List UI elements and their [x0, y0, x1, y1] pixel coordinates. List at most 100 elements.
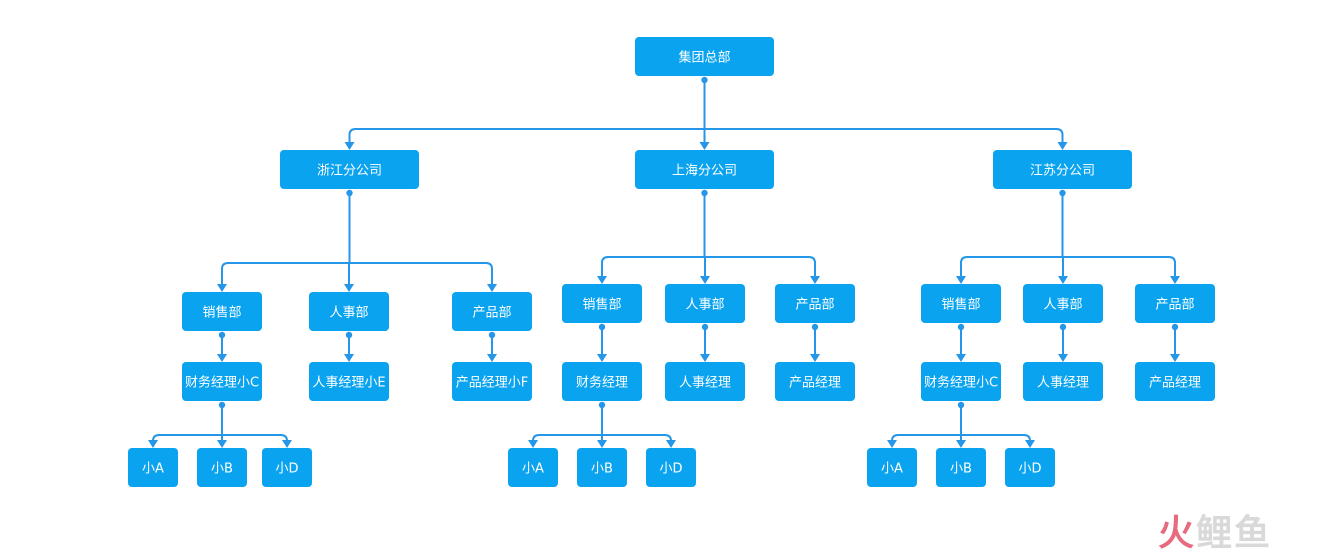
node-box	[635, 37, 774, 76]
connector-arrow	[344, 142, 355, 150]
node-zj: 浙江分公司	[280, 150, 419, 189]
node-label: 财务经理小C	[924, 375, 998, 391]
connector-arrow	[217, 440, 227, 448]
connector-arrow	[217, 354, 227, 362]
node-label: 产品经理小F	[456, 376, 528, 391]
connector-arrow	[810, 276, 820, 284]
connector-arrow	[1170, 276, 1180, 284]
node-zj-hr-mgr: 人事经理小E	[309, 362, 389, 401]
connector-arrow	[148, 440, 158, 448]
node-box	[936, 448, 986, 487]
node-root: 集团总部	[635, 37, 774, 76]
node-label: 人事部	[685, 298, 724, 313]
node-zj-sales: 销售部	[182, 292, 262, 331]
connector-arrow	[597, 276, 607, 284]
node-js-sales: 销售部	[921, 284, 1001, 323]
node-label: 小A	[142, 462, 164, 477]
node-box	[577, 448, 627, 487]
node-sh-prod: 产品部	[775, 284, 855, 323]
node-box	[775, 362, 855, 401]
node-box	[508, 448, 558, 487]
node-box	[1135, 362, 1215, 401]
node-box	[867, 448, 917, 487]
node-label: 小B	[211, 462, 233, 477]
connector-arrow	[1057, 142, 1068, 150]
node-sh-hr-mgr: 人事经理	[665, 362, 745, 401]
connector-arrow	[810, 354, 820, 362]
node-box	[993, 150, 1132, 189]
node-box	[921, 362, 1001, 401]
node-box	[562, 362, 642, 401]
connector-arrow	[1058, 354, 1068, 362]
node-box	[921, 284, 1001, 323]
node-js-b: 小B	[936, 448, 986, 487]
node-sh-hr: 人事部	[665, 284, 745, 323]
node-box	[635, 150, 774, 189]
node-label: 产品经理	[1149, 376, 1201, 391]
node-box	[128, 448, 178, 487]
node-box	[452, 362, 532, 401]
node-label: 财务经理小C	[185, 375, 259, 391]
connector-arrow	[956, 276, 966, 284]
connector-arrow	[666, 440, 676, 448]
node-box	[182, 362, 262, 401]
node-label: 人事经理	[1037, 376, 1089, 391]
connector-arrow	[700, 354, 710, 362]
node-box	[1023, 362, 1103, 401]
watermark-logo: 火鲤鱼	[1158, 513, 1272, 555]
connector-branch	[808, 256, 816, 278]
connector-arrow	[487, 284, 497, 292]
connector-arrow	[956, 440, 966, 448]
node-box	[452, 292, 532, 331]
node-sh-a: 小A	[508, 448, 558, 487]
connector-arrow	[956, 354, 966, 362]
node-box	[197, 448, 247, 487]
connector-branch	[348, 128, 356, 144]
node-js-prod-mgr: 产品经理	[1135, 362, 1215, 401]
node-label: 浙江分公司	[317, 164, 382, 179]
node-box	[665, 362, 745, 401]
connector-branch	[1056, 128, 1064, 144]
connectors	[148, 76, 1180, 448]
node-box	[1023, 284, 1103, 323]
node-sh-fin-mgr: 财务经理	[562, 362, 642, 401]
connector-arrow	[282, 440, 292, 448]
node-box	[1135, 284, 1215, 323]
connector-arrow	[344, 284, 354, 292]
node-sh-b: 小B	[577, 448, 627, 487]
node-box	[182, 292, 262, 331]
node-js: 江苏分公司	[993, 150, 1132, 189]
node-label: 产品经理	[789, 376, 841, 391]
connector-arrow	[887, 440, 897, 448]
watermark-text-red: 火	[1158, 513, 1197, 554]
node-label: 上海分公司	[672, 164, 737, 179]
node-box	[309, 292, 389, 331]
connector-arrow	[1170, 354, 1180, 362]
node-sh-d: 小D	[646, 448, 696, 487]
node-js-hr-mgr: 人事经理	[1023, 362, 1103, 401]
node-label: 人事部	[1043, 298, 1082, 313]
node-label: 人事经理小E	[312, 376, 385, 391]
node-box	[562, 284, 642, 323]
connector-arrow	[217, 284, 227, 292]
node-label: 小D	[275, 462, 298, 477]
node-js-d: 小D	[1005, 448, 1055, 487]
node-js-a: 小A	[867, 448, 917, 487]
node-label: 小D	[659, 462, 682, 477]
connector-arrow	[1058, 276, 1068, 284]
node-label: 人事经理	[679, 376, 731, 391]
node-label: 产品部	[472, 306, 511, 321]
connector-arrow	[700, 276, 710, 284]
node-box	[262, 448, 312, 487]
node-label: 小B	[591, 462, 613, 477]
node-zj-fin-mgr: 财务经理小C	[182, 362, 262, 401]
node-label: 财务经理	[576, 375, 628, 391]
connector-arrow	[699, 142, 710, 150]
node-js-hr: 人事部	[1023, 284, 1103, 323]
connector-arrow	[1025, 440, 1035, 448]
node-box	[646, 448, 696, 487]
node-label: 小D	[1018, 462, 1041, 477]
connector-arrow	[344, 354, 354, 362]
